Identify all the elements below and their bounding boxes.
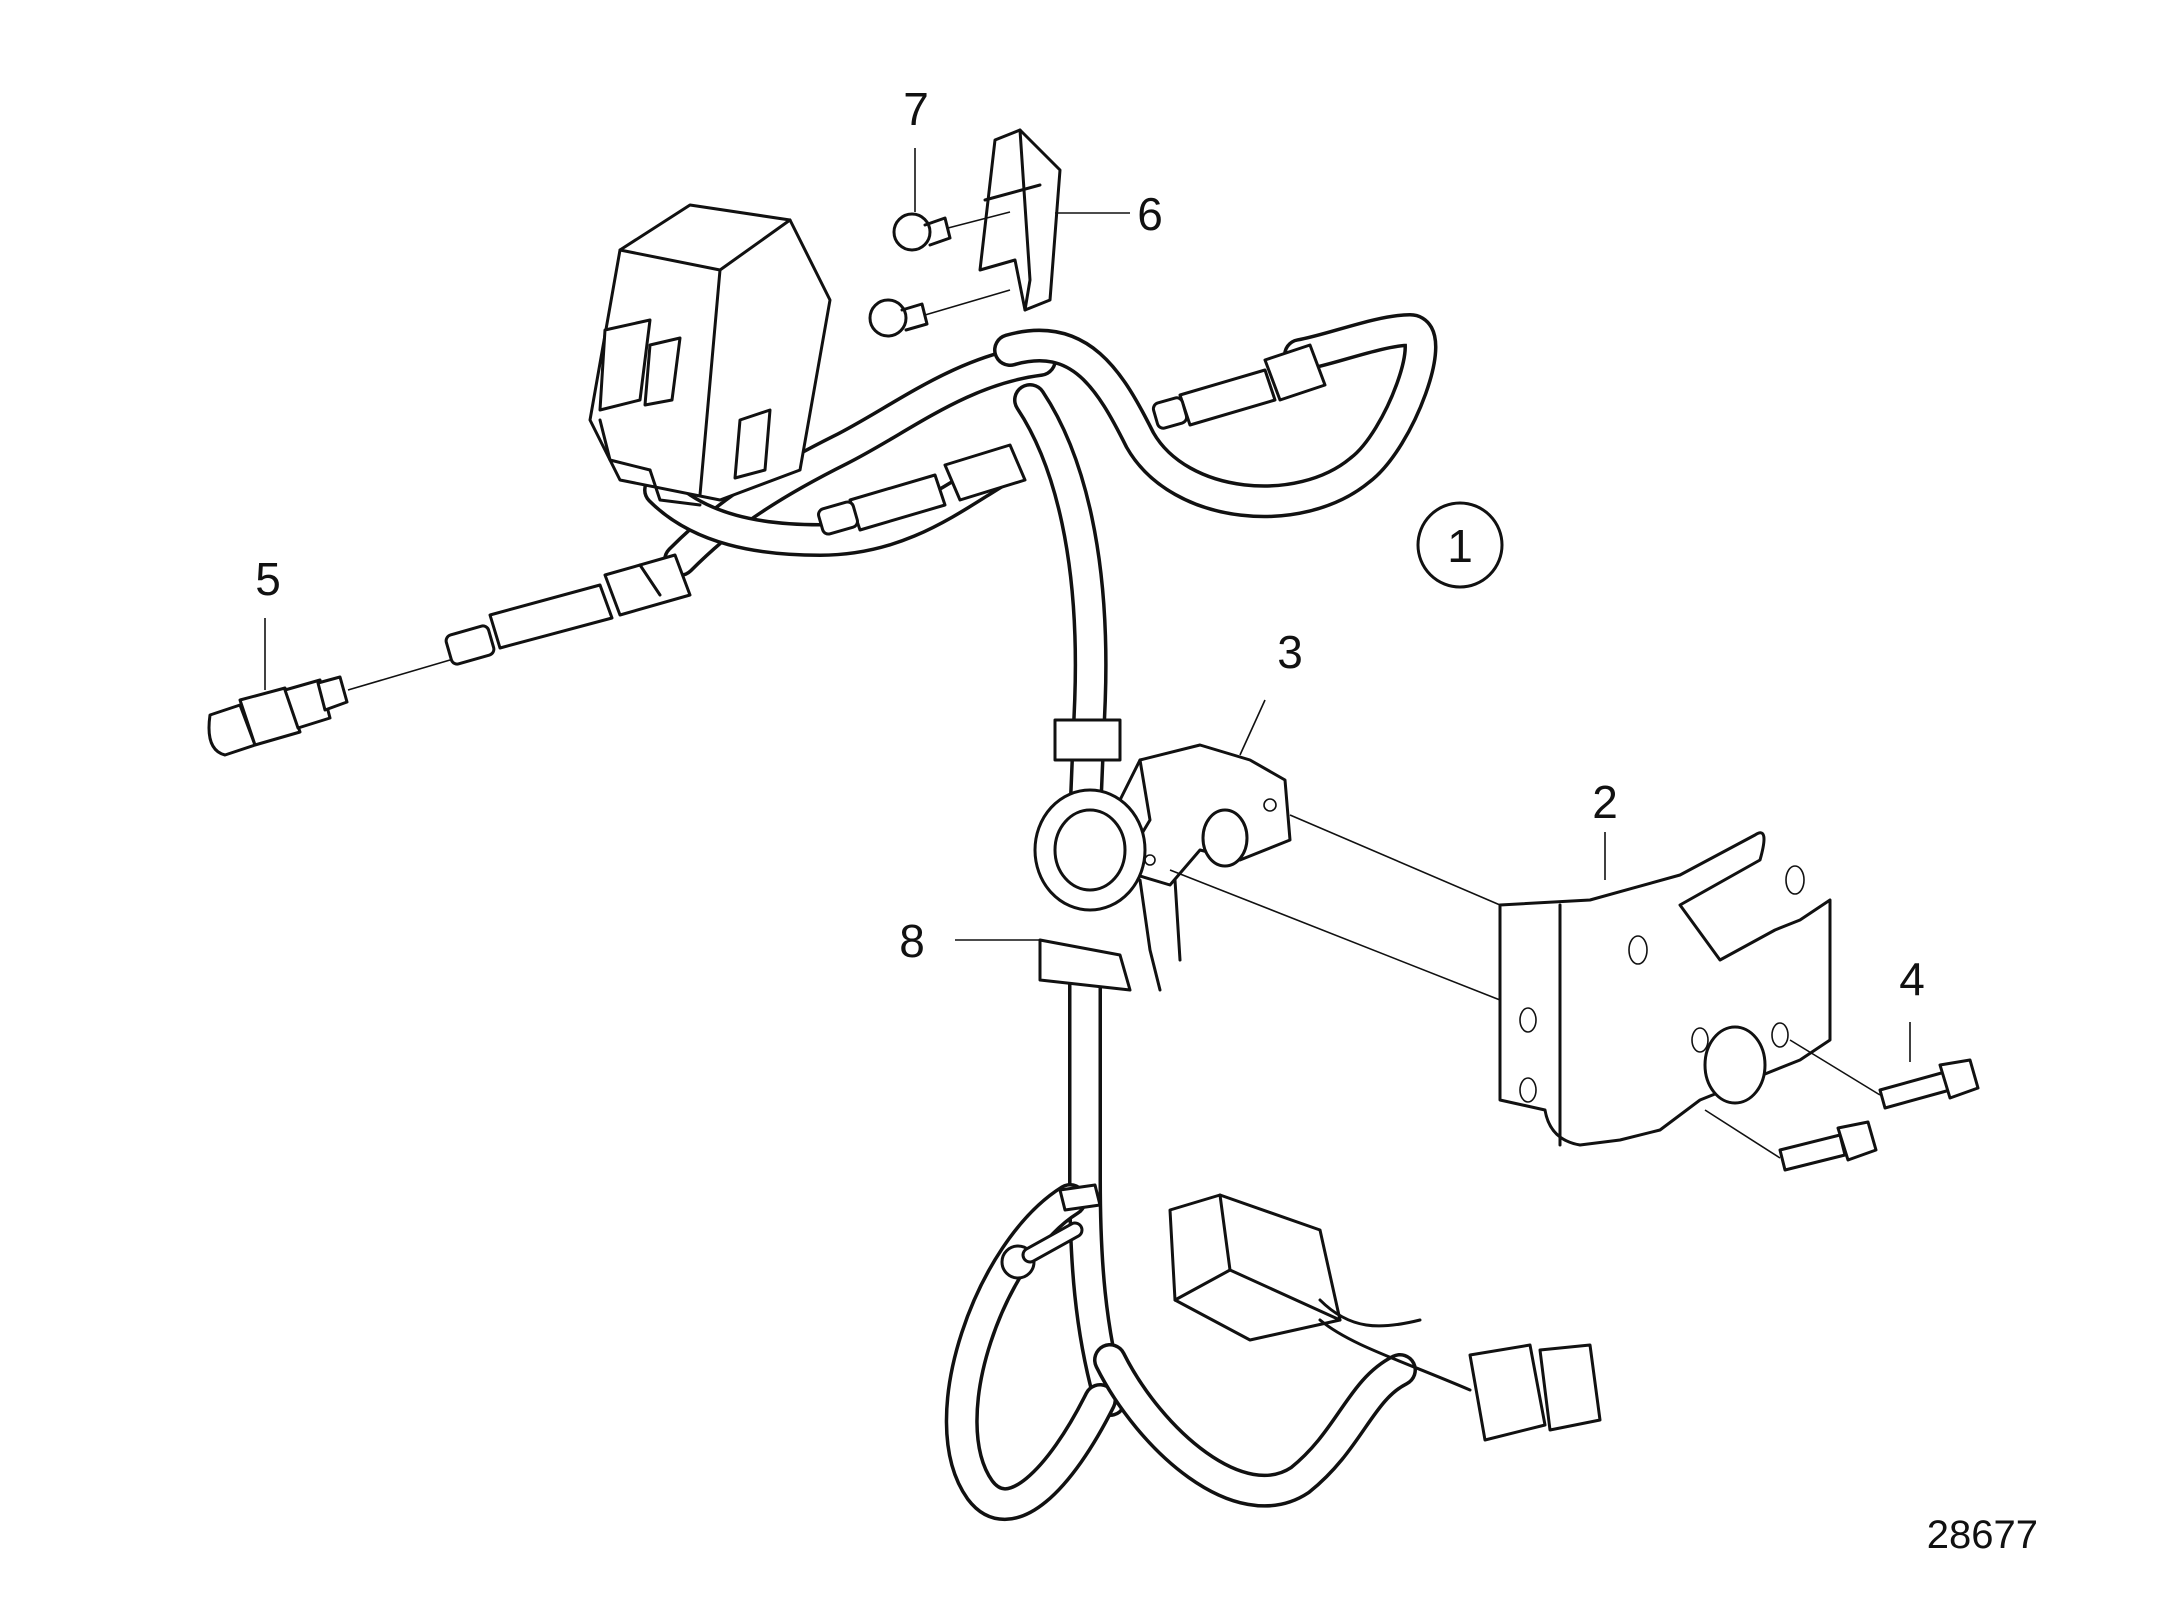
callout-leaders: [264, 148, 1911, 1062]
bracket-part-2: [1169, 814, 1832, 1147]
callout-6: 6: [1137, 188, 1163, 240]
drawing-number: 28677: [1927, 1513, 2038, 1557]
assembly-marker-circle: [1416, 501, 1504, 589]
callout-5: 5: [255, 553, 281, 605]
clamp-part-8: [1033, 718, 1182, 992]
assembly-marker-label: 1: [1447, 520, 1473, 572]
switch-part-3: [1108, 743, 1292, 887]
callout-3: 3: [1277, 626, 1303, 678]
inline-connectors: [444, 343, 1327, 666]
sensor-plug-part-5: [207, 659, 451, 757]
callout-7: 7: [903, 83, 929, 135]
relay-box: [588, 203, 832, 507]
lower-connectors: [1000, 1183, 1602, 1442]
callout-2: 2: [1592, 776, 1618, 828]
bolts-part-4: [1704, 1039, 1980, 1172]
cover-part-6: [978, 128, 1062, 312]
callout-8: 8: [899, 915, 925, 967]
screws-part-7: [868, 211, 1011, 338]
callout-4: 4: [1899, 953, 1925, 1005]
